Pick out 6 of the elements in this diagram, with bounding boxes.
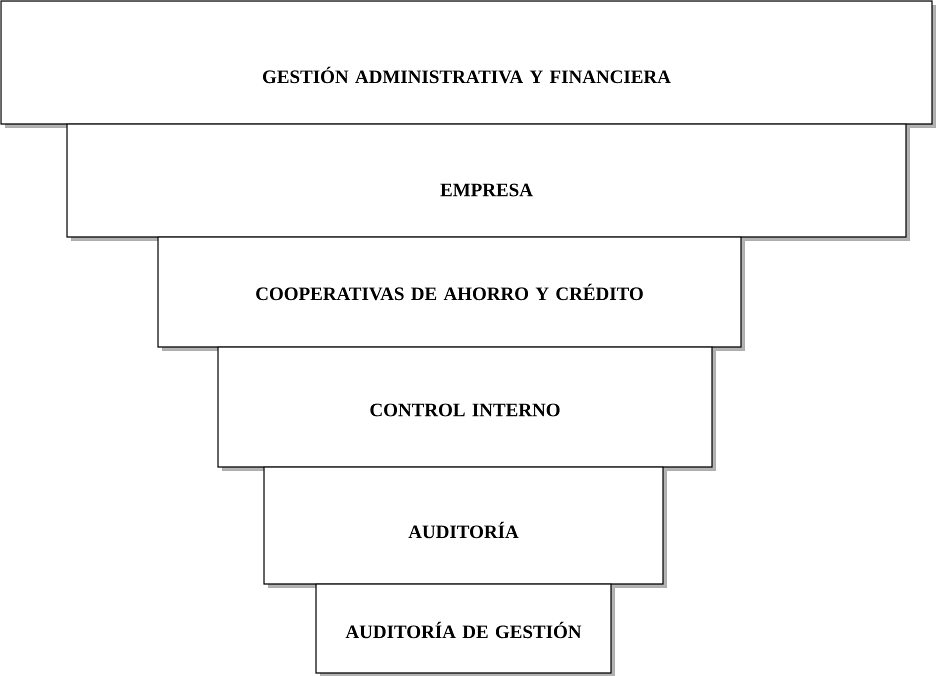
stacked-box: EMPRESA [66, 123, 910, 241]
stacked-box: AUDITORÍA [263, 466, 667, 588]
stacked-box: COOPERATIVAS DE AHORRO Y CRÉDITO [157, 236, 745, 351]
stacked-box: GESTIÓN ADMINISTRATIVA Y FINANCIERA [0, 0, 936, 128]
stacked-box: CONTROL INTERNO [217, 346, 716, 471]
stacked-box: AUDITORÍA DE GESTIÓN [315, 583, 615, 676]
